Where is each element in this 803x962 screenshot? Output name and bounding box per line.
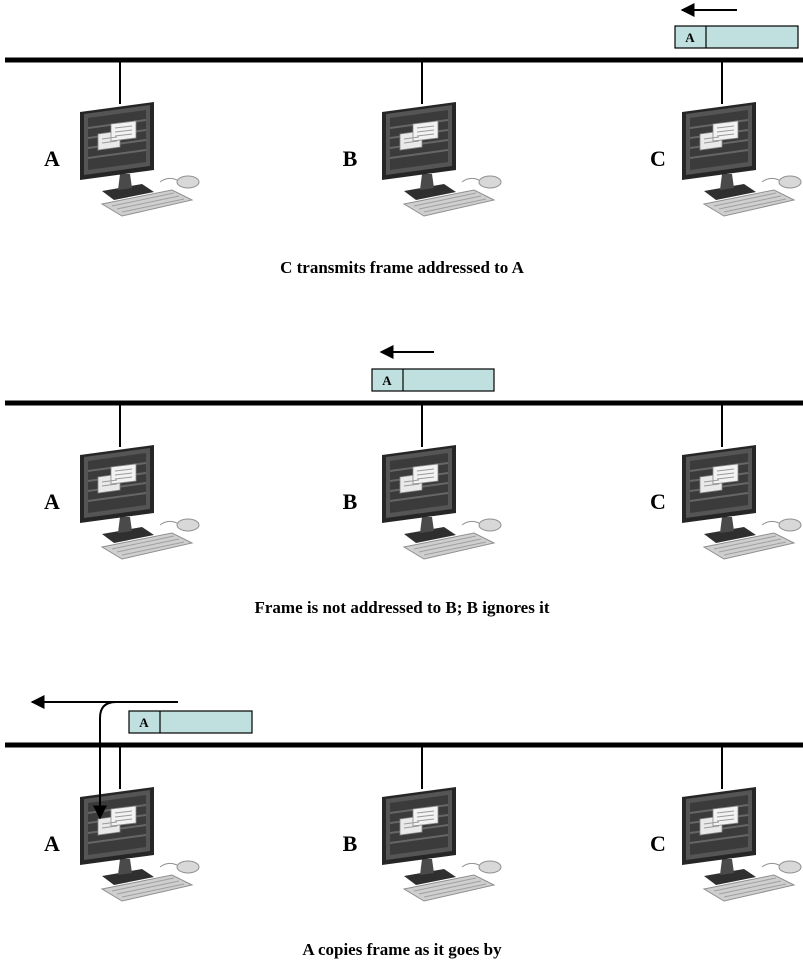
frame-dest-address: A (139, 715, 149, 730)
copy-arrow (93, 701, 117, 820)
station-label-a: A (44, 146, 60, 171)
station-label-c: C (650, 146, 666, 171)
station-label-c: C (650, 489, 666, 514)
station-label-a: A (44, 489, 60, 514)
frame-dest-address: A (685, 30, 695, 45)
computer-icon (381, 786, 502, 902)
frame-dest-address: A (382, 373, 392, 388)
frame: A (674, 25, 799, 49)
frame: A (371, 368, 495, 392)
panel-caption: Frame is not addressed to B; B ignores i… (255, 598, 550, 617)
computer-icon (381, 444, 502, 560)
station-label-b: B (343, 489, 358, 514)
station-label-c: C (650, 831, 666, 856)
station-label-a: A (44, 831, 60, 856)
panel-3: A B C A A copies frame as it goes by (5, 695, 803, 959)
computer-icon (681, 444, 802, 560)
computer-icon (79, 101, 200, 217)
frame: A (128, 710, 253, 734)
panel-caption: C transmits frame addressed to A (280, 258, 525, 277)
panel-1: A B C A C transmits frame addressed to A (5, 3, 803, 277)
computer-icon (381, 101, 502, 217)
station-label-b: B (343, 146, 358, 171)
panel-caption: A copies frame as it goes by (302, 940, 502, 959)
computer-icon (681, 101, 802, 217)
computer-icon (79, 444, 200, 560)
station-label-b: B (343, 831, 358, 856)
panel-2: A B C A Frame is not addressed to B; B ignor… (5, 345, 803, 617)
computer-icon (79, 786, 200, 902)
computer-icon (681, 786, 802, 902)
